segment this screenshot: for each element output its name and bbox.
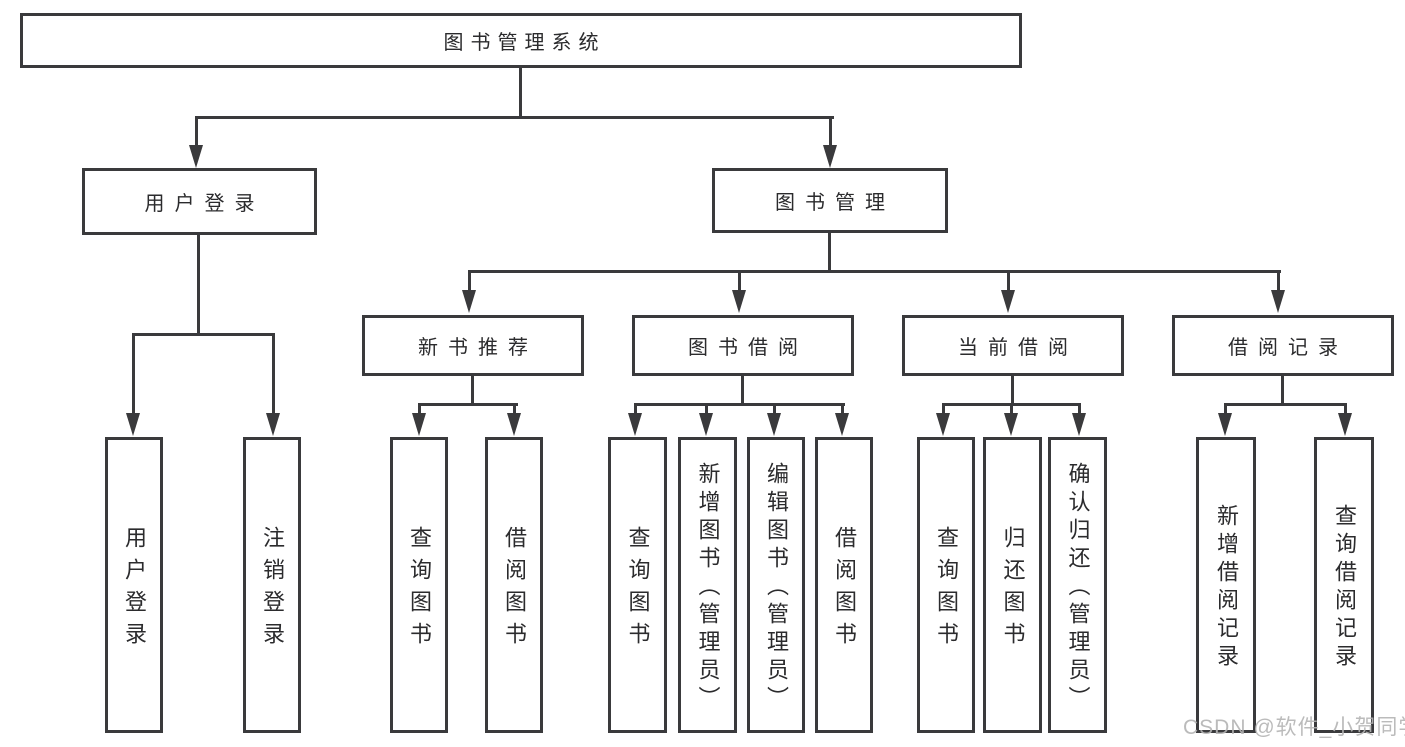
connector-drop [705,403,708,415]
connector-drop-current-borrow [1007,270,1010,292]
arrowhead-down [126,413,140,436]
arrowhead-down [835,413,849,436]
node-label: 借阅图书 [832,526,857,654]
connector-drop [841,403,844,415]
arrowhead-down [732,290,746,313]
connector-drop [773,403,776,415]
arrowhead-down [1072,413,1086,436]
arrowhead-down [1338,413,1352,436]
connector-current-borrow-stem [1011,374,1014,406]
connector-drop [1344,403,1347,415]
leaf-add-borrow-record: 新增借阅记录 [1196,437,1256,733]
connector-user-login-crossbar [132,333,275,336]
connector-drop [634,403,637,415]
connector-book-borrow-crossbar [634,403,845,406]
leaf-borrow-books-1: 借阅图书 [485,437,543,733]
connector-new-book-stem [471,374,474,406]
connector-root-stem [519,66,522,119]
connector-drop [513,403,516,415]
arrowhead-down [1271,290,1285,313]
node-label: 借阅图书 [502,526,527,654]
connector-drop-new-book [468,270,471,292]
node-new-book-recommendation: 新书推荐 [362,315,584,376]
connector-drop [1078,403,1081,415]
node-user-login: 用户登录 [82,168,317,235]
arrowhead-down [628,413,642,436]
node-label: 用户登录 [144,193,265,215]
leaf-add-book-admin: 新增图书（管理员） [678,437,737,733]
leaf-return-books: 归还图书 [983,437,1042,733]
leaf-query-books-2: 查询图书 [608,437,667,733]
node-borrowing-records: 借阅记录 [1172,315,1394,376]
leaf-query-books-3: 查询图书 [917,437,975,733]
node-label: 查询借阅记录 [1332,504,1357,672]
node-label: 借阅记录 [1228,337,1348,359]
leaf-query-borrow-record: 查询借阅记录 [1314,437,1374,733]
connector-user-login-stem [197,233,200,336]
arrowhead-down [1004,413,1018,436]
connector-book-management-crossbar [468,270,1281,273]
leaf-user-login: 用户登录 [105,437,163,733]
node-label: 新增借阅记录 [1214,504,1239,672]
node-label: 新书推荐 [418,337,538,359]
arrowhead-down [412,413,426,436]
arrowhead-down [699,413,713,436]
connector-drop [418,403,421,415]
node-current-borrowing: 当前借阅 [902,315,1124,376]
connector-drop-user-login [195,116,198,147]
connector-drop-book-management [829,116,832,147]
connector-drop-leaf-user-login [132,333,135,414]
connector-drop [1224,403,1227,415]
leaf-query-books-1: 查询图书 [390,437,448,733]
arrowhead-down [1218,413,1232,436]
node-label: 图书管理系统 [443,32,606,54]
arrowhead-down [1001,290,1015,313]
node-library-management-system: 图书管理系统 [20,13,1022,68]
arrowhead-down [189,145,203,168]
arrowhead-down [936,413,950,436]
node-label: 查询图书 [934,526,959,654]
node-label: 查询图书 [407,526,432,654]
node-label: 当前借阅 [958,337,1078,359]
node-label: 确认归还（管理员） [1065,462,1091,714]
connector-drop [1010,403,1013,415]
leaf-logout: 注销登录 [243,437,301,733]
node-label: 归还图书 [1000,526,1026,654]
leaf-edit-book-admin: 编辑图书（管理员） [747,437,805,733]
connector-borrow-records-crossbar [1224,403,1347,406]
connector-new-book-crossbar [418,403,518,406]
node-label: 新增图书（管理员） [695,462,721,714]
arrowhead-down [767,413,781,436]
node-label: 编辑图书（管理员） [764,462,789,714]
node-label: 注销登录 [260,526,285,654]
connector-drop-borrow-records [1277,270,1280,292]
node-label: 用户登录 [122,526,147,654]
node-label: 查询图书 [625,526,651,654]
connector-book-management-stem [828,231,831,273]
node-book-management: 图书管理 [712,168,948,233]
leaf-confirm-return-admin: 确认归还（管理员） [1048,437,1107,733]
connector-drop-leaf-logout [272,333,275,414]
connector-book-borrow-stem [741,374,744,406]
arrowhead-down [823,145,837,168]
connector-drop [942,403,945,415]
node-book-borrowing: 图书借阅 [632,315,854,376]
csdn-watermark: CSDN @软件_小贺同学 [1183,716,1405,739]
node-label: 图书借阅 [688,337,808,359]
arrowhead-down [266,413,280,436]
arrowhead-down [462,290,476,313]
connector-drop-book-borrow [738,270,741,292]
leaf-borrow-books-2: 借阅图书 [815,437,873,733]
arrowhead-down [507,413,521,436]
connector-root-crossbar [195,116,834,119]
node-label: 图书管理 [775,192,895,214]
connector-borrow-records-stem [1281,374,1284,406]
